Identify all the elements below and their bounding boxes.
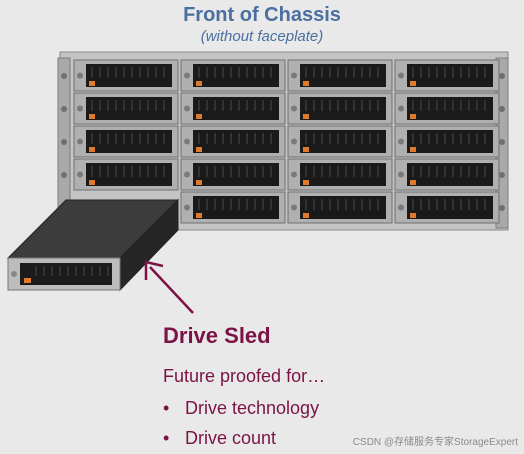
drive-bay (180, 191, 286, 224)
drive-bay (73, 92, 179, 125)
sled-pointer-arrow (144, 260, 194, 314)
drive-bay (287, 59, 393, 92)
drive-bay (394, 92, 500, 125)
drive-bay (73, 158, 179, 191)
sled-benefits-list: •Drive technology •Drive count (163, 393, 319, 453)
drive-bay (73, 59, 179, 92)
drive-bay (287, 158, 393, 191)
drive-sled-graphic (6, 198, 180, 292)
drive-bay (394, 191, 500, 224)
benefit-item: •Drive count (163, 428, 277, 448)
drive-bay (287, 191, 393, 224)
sled-title: Drive Sled (163, 323, 271, 348)
drive-bay (180, 158, 286, 191)
drive-bay (394, 125, 500, 158)
drive-bay (180, 59, 286, 92)
drive-bay (73, 125, 179, 158)
drive-bay (394, 59, 500, 92)
chassis-title: Front of Chassis (183, 4, 341, 26)
drive-bay-grid (73, 59, 500, 224)
drive-bay (394, 158, 500, 191)
watermark: CSDN @存储服务专家StorageExpert (352, 437, 518, 448)
drive-bay (287, 125, 393, 158)
benefit-item: •Drive technology (163, 398, 320, 418)
benefit-label: Drive count (185, 428, 277, 448)
drive-bay (180, 92, 286, 125)
drive-bay (180, 125, 286, 158)
benefit-label: Drive technology (185, 398, 320, 418)
drive-bay (287, 92, 393, 125)
sled-lead-text: Future proofed for… (163, 366, 326, 386)
chassis-subtitle: (without faceplate) (200, 28, 324, 45)
